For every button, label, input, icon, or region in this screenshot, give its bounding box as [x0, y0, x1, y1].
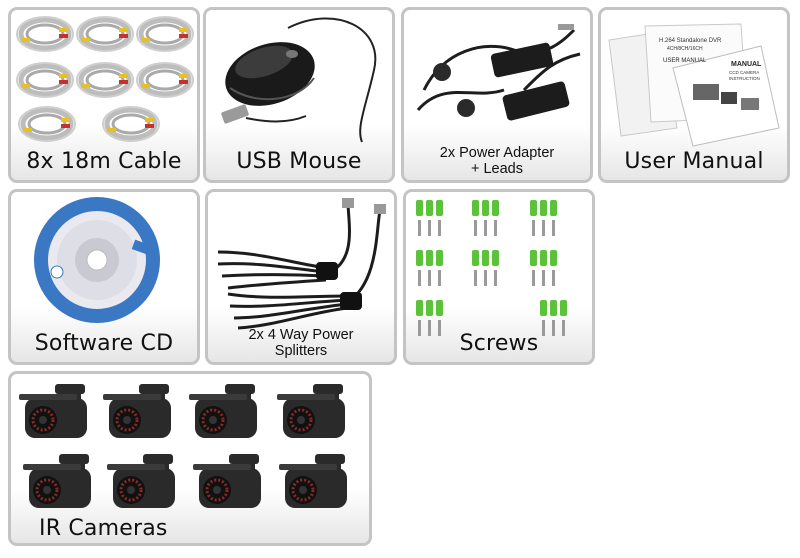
item-label: 2x 4 Way Power Splitters	[208, 327, 394, 359]
software-cd-image	[34, 197, 160, 323]
manual-text: USER MANUAL	[663, 58, 707, 64]
screws-image	[416, 200, 567, 336]
manual-text: 4CH/8CH/16CH	[667, 46, 703, 52]
manual-text: INSTRUCTION	[729, 76, 760, 81]
power-adapter-image	[416, 24, 581, 121]
item-label-line: Splitters	[274, 343, 328, 359]
item-label: User Manual	[624, 149, 764, 174]
power-splitter-item-card: 2x 4 Way Power Splitters	[205, 189, 397, 365]
screws-item-card: Screws	[403, 189, 595, 365]
user-manual-image: H.264 Standalone DVR 4CH/8CH/16CH USER M…	[608, 23, 780, 147]
power-splitter-image	[217, 198, 386, 330]
usb-mouse-item-card: USB Mouse	[203, 7, 395, 183]
item-label: Software CD	[34, 331, 174, 356]
manual-text: MANUAL	[731, 61, 762, 68]
ir-cameras-image	[17, 382, 349, 510]
manual-text: H.264 Standalone DVR	[659, 38, 722, 44]
power-adapter-item-card: 2x Power Adapter + Leads	[401, 7, 593, 183]
user-manual-item-card: H.264 Standalone DVR 4CH/8CH/16CH USER M…	[598, 7, 790, 183]
item-label: 8x 18m Cable	[26, 149, 182, 174]
cable-coils-image	[11, 10, 197, 150]
item-label-line: 2x Power Adapter	[439, 145, 555, 161]
item-label: IR Cameras	[39, 516, 168, 541]
cable-item-card: 8x 18m Cable	[8, 7, 200, 183]
item-label: Screws	[459, 331, 539, 356]
item-label: 2x Power Adapter + Leads	[404, 145, 590, 177]
item-label-line: 2x 4 Way Power	[248, 327, 354, 343]
item-label: USB Mouse	[236, 149, 362, 174]
item-label-line: + Leads	[470, 161, 523, 177]
manual-text: CCD CAMERA	[729, 70, 759, 75]
ir-cameras-item-card: IR Cameras	[8, 371, 372, 546]
software-cd-item-card: Software CD	[8, 189, 200, 365]
usb-mouse-image	[221, 17, 377, 143]
